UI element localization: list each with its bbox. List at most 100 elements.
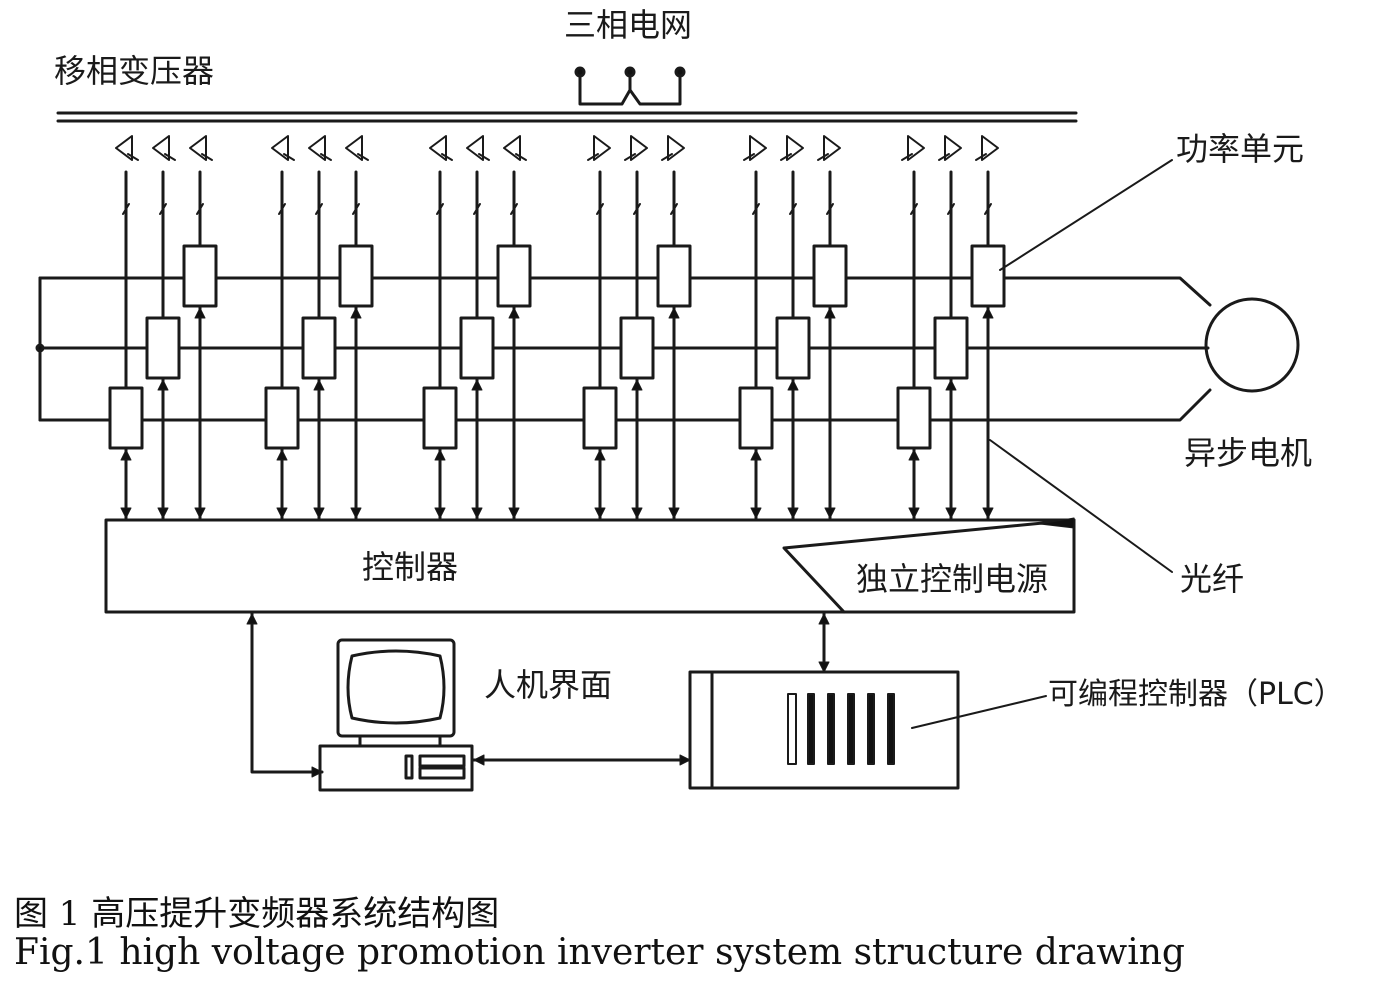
inverter-structure-diagram: 三相电网 移相变压器 功率单元 异步电机 光纤 控制器 独立控制电源 人机界面 …	[35, 6, 1344, 792]
power-units	[108, 244, 1006, 450]
fiber-label: 光纤	[1180, 560, 1244, 598]
feeder-arrow-down	[908, 507, 920, 519]
plc-indicator-bar	[807, 693, 815, 765]
motor-label: 异步电机	[1184, 434, 1312, 472]
plc-leader	[911, 695, 1047, 729]
figure-caption-chinese: 图 1 高压提升变频器系统结构图	[14, 894, 500, 934]
feeder-arrow-up	[631, 379, 643, 391]
independent-power-label: 独立控制电源	[856, 560, 1048, 598]
power-unit	[301, 316, 337, 380]
plc-indicator-bar	[787, 693, 797, 765]
winding-symbol	[503, 135, 521, 161]
winding-tap	[901, 153, 913, 161]
feeder-arrow-down	[434, 507, 446, 519]
feeder-arrow-up	[313, 379, 325, 391]
plc-label: 可编程控制器（PLC）	[1048, 677, 1344, 712]
power-unit	[812, 244, 848, 308]
winding-symbol	[271, 135, 289, 161]
controller-label: 控制器	[362, 548, 458, 586]
winding-tap	[624, 153, 636, 161]
feeder-arrow-down	[824, 507, 836, 519]
winding-tap	[201, 153, 213, 161]
control-bus	[246, 610, 830, 778]
plc-indicator-bar	[847, 693, 855, 765]
feeder-arrow-up	[508, 307, 520, 319]
winding-tap	[283, 153, 295, 161]
feeder-switch	[596, 203, 604, 215]
feeder-arrow-up	[594, 449, 606, 461]
hmi-label: 人机界面	[484, 666, 612, 704]
power-unit	[933, 316, 969, 380]
feeder-arrow-down	[313, 507, 325, 519]
winding-symbol	[786, 135, 804, 161]
fiber-leader	[989, 439, 1173, 573]
feeder-arrow-down	[157, 507, 169, 519]
power-unit-leader	[999, 159, 1173, 271]
winding-tap	[164, 153, 176, 161]
plc-indicator-bar	[867, 693, 875, 765]
winding-symbol	[981, 135, 999, 161]
power-unit	[582, 386, 618, 450]
feeder-arrow-up	[908, 449, 920, 461]
feeder-switch	[278, 203, 286, 215]
feeder-arrow-down	[982, 507, 994, 519]
feeder-switch	[670, 203, 678, 215]
winding-symbol	[189, 135, 207, 161]
feeder-arrow-down	[194, 507, 206, 519]
figure-caption-english: Fig.1 high voltage promotion inverter sy…	[14, 932, 1185, 973]
feeder-arrow-up	[750, 449, 762, 461]
feeder-switch	[510, 203, 518, 215]
plc-indicator-bar	[887, 693, 895, 765]
feeder-switch	[122, 203, 130, 215]
winding-symbol	[630, 135, 648, 161]
power-unit	[338, 244, 374, 308]
feeder-arrow-down	[945, 507, 957, 519]
transformer-busbar	[56, 111, 1078, 123]
feeder-arrow-down	[631, 507, 643, 519]
grid-connection-symbol	[574, 66, 686, 106]
feeder-switch	[826, 203, 834, 215]
winding-symbol	[667, 135, 685, 161]
secondary-windings	[115, 135, 999, 161]
feeder-switch	[984, 203, 992, 215]
feeder-arrow-down	[594, 507, 606, 519]
winding-tap	[357, 153, 369, 161]
feeder-arrow-up	[668, 307, 680, 319]
winding-symbol	[907, 135, 925, 161]
power-unit	[619, 316, 655, 380]
winding-symbol	[749, 135, 767, 161]
winding-symbol	[823, 135, 841, 161]
winding-symbol	[944, 135, 962, 161]
feeder-arrow-up	[434, 449, 446, 461]
feeder-arrow-down	[276, 507, 288, 519]
transformer-label: 移相变压器	[54, 52, 214, 90]
feeder-arrow-up	[787, 379, 799, 391]
feeder-switch	[196, 203, 204, 215]
winding-symbol	[593, 135, 611, 161]
feeder-switch	[315, 203, 323, 215]
feeder-switch	[910, 203, 918, 215]
feeder-arrow-down	[787, 507, 799, 519]
winding-tap	[478, 153, 490, 161]
feeder-switch	[436, 203, 444, 215]
phase-line-top	[38, 276, 1212, 307]
winding-tap	[661, 153, 673, 161]
winding-tap	[975, 153, 987, 161]
plc-indicator-bar	[827, 693, 835, 765]
winding-symbol	[429, 135, 447, 161]
unit-feeders	[120, 170, 994, 520]
winding-tap	[441, 153, 453, 161]
feeder-arrow-down	[350, 507, 362, 519]
feeder-arrow-up	[824, 307, 836, 319]
feeder-switch	[473, 203, 481, 215]
feeder-switch	[633, 203, 641, 215]
feeder-arrow-up	[350, 307, 362, 319]
power-unit-label: 功率单元	[1176, 130, 1304, 168]
feeder-switch	[752, 203, 760, 215]
feeder-arrow-down	[668, 507, 680, 519]
winding-tap	[817, 153, 829, 161]
winding-tap	[780, 153, 792, 161]
feeder-arrow-down	[750, 507, 762, 519]
winding-symbol	[152, 135, 170, 161]
power-unit	[145, 316, 181, 380]
